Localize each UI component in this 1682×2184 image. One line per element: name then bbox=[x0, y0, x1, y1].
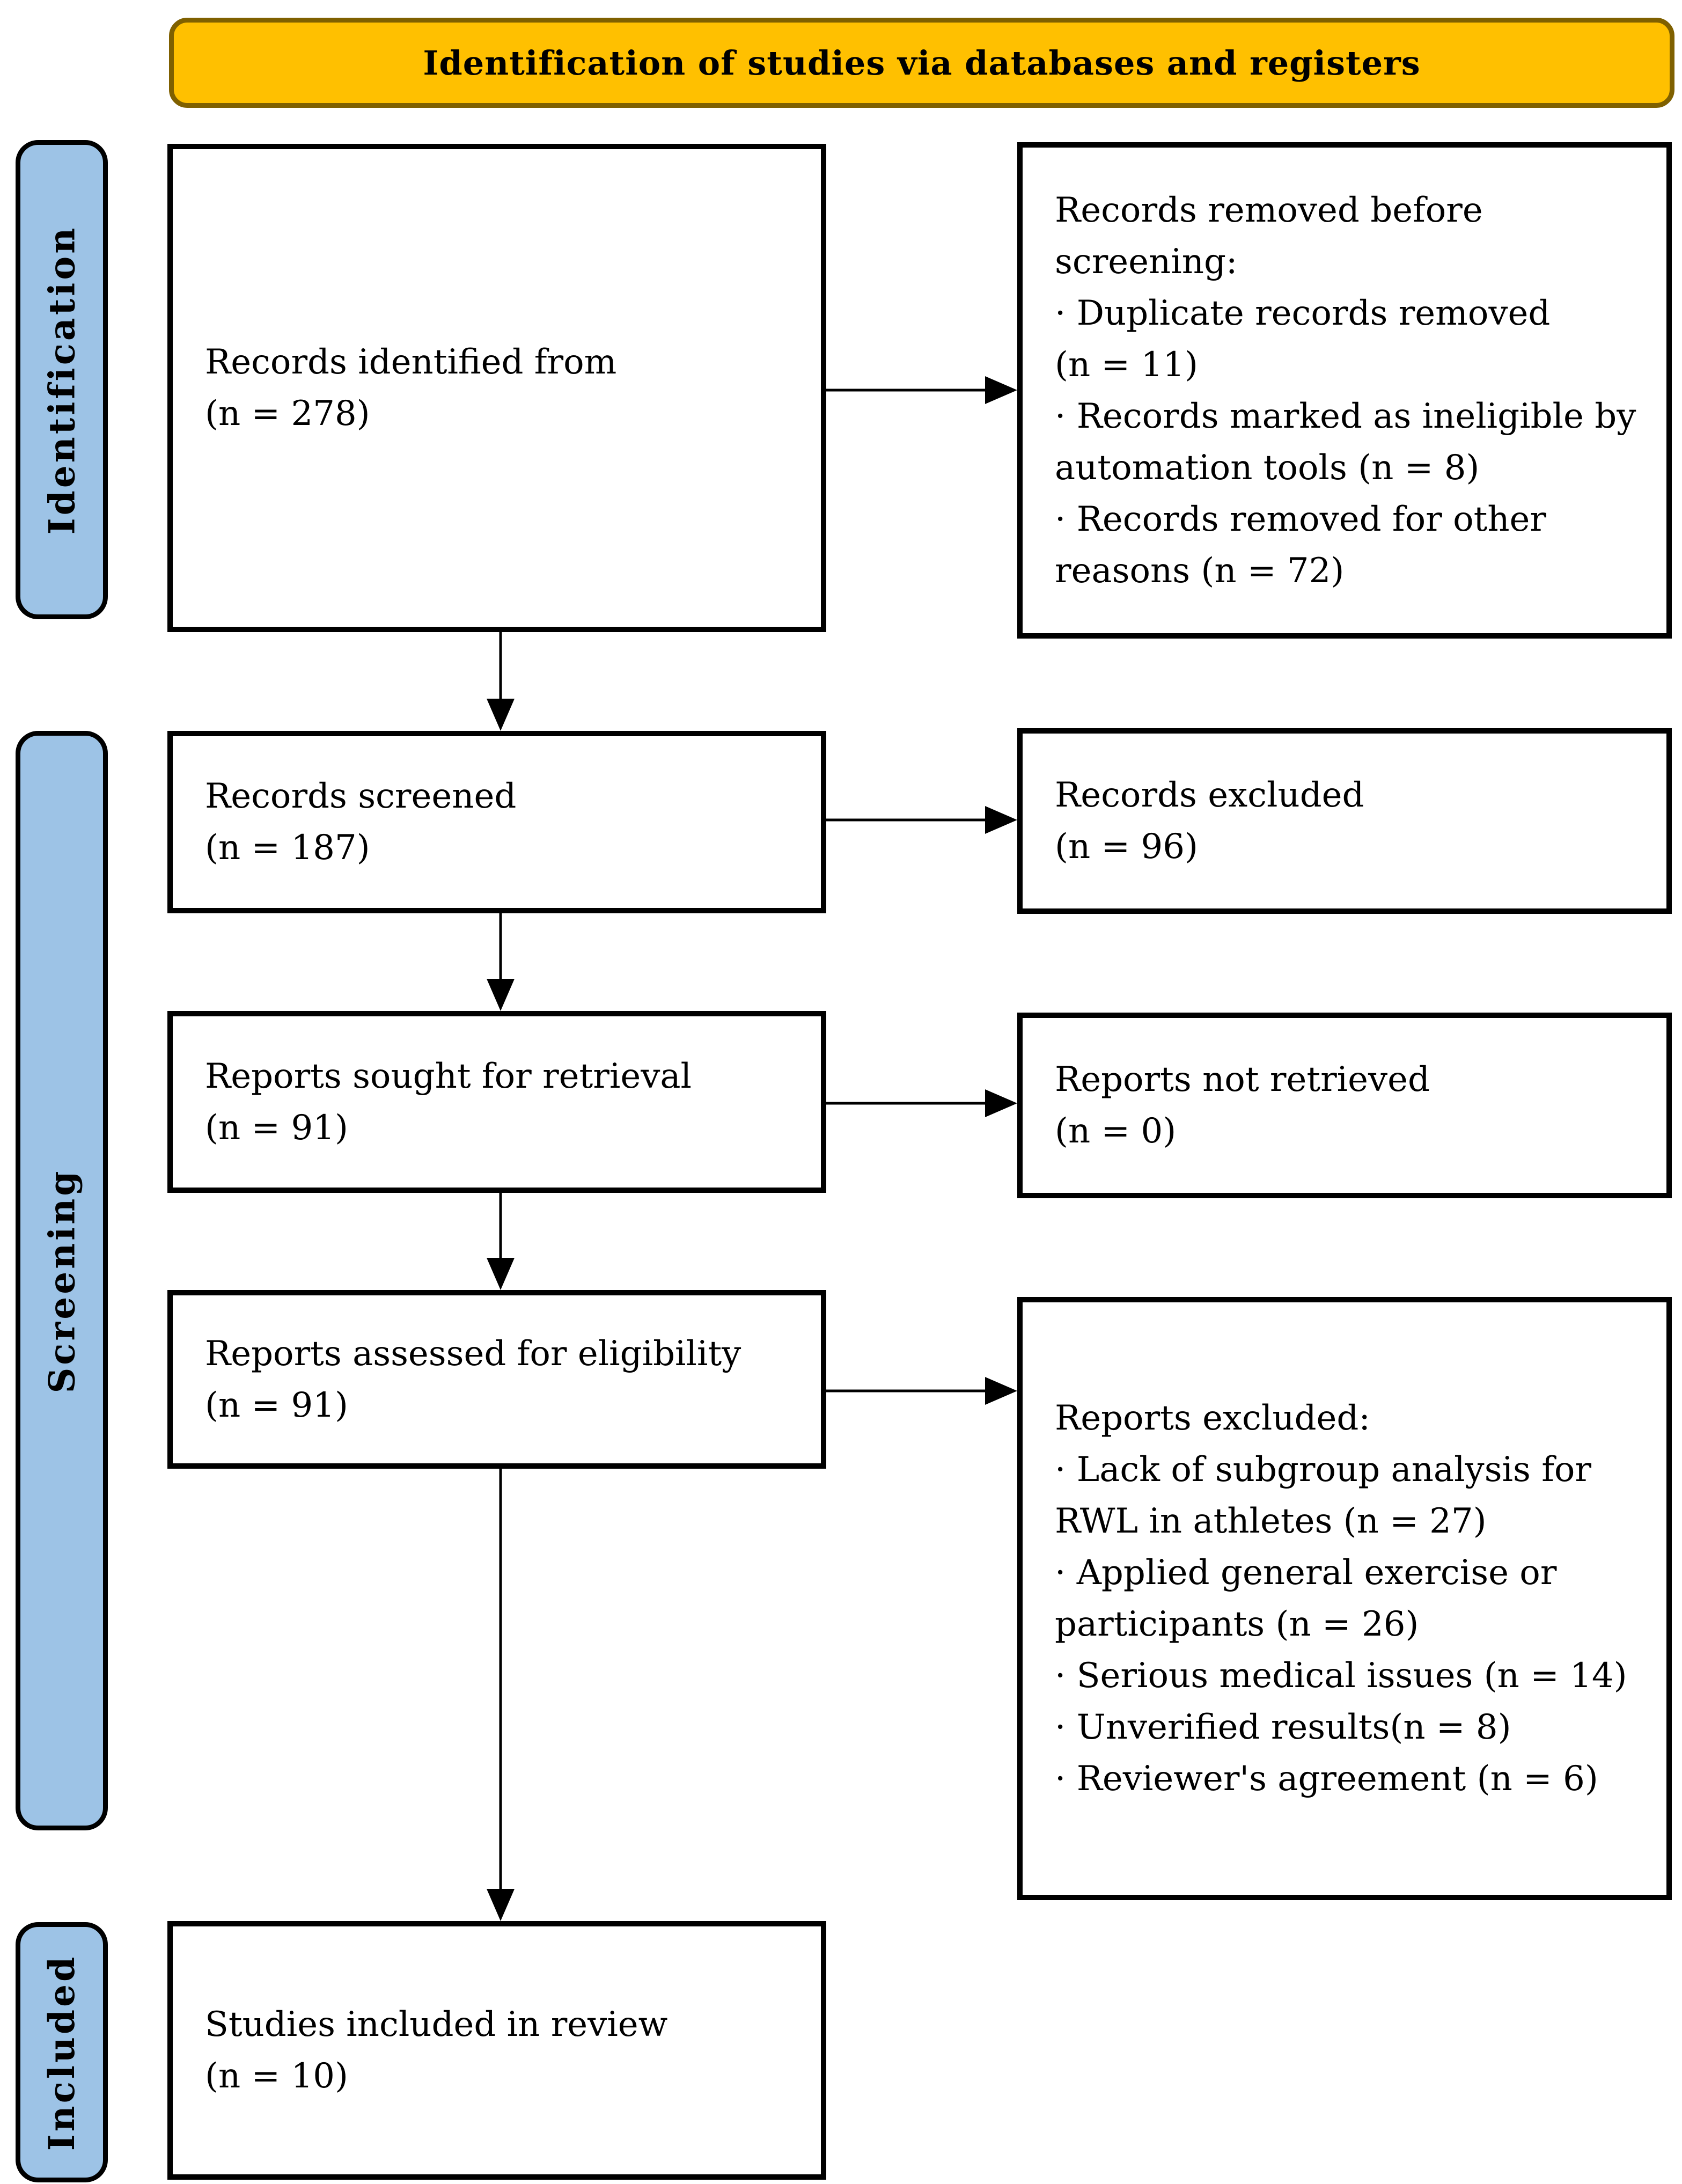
title-banner-label: Identification of studies via databases … bbox=[423, 43, 1421, 83]
arrow-records-identified-to-removed bbox=[826, 376, 1017, 404]
stage-identification: Identification bbox=[16, 140, 108, 619]
box-reports-excluded-reasons-text: Reports excluded: · Lack of subgroup ana… bbox=[1055, 1398, 1627, 1799]
box-records-excluded-text: Records excluded (n = 96) bbox=[1055, 775, 1364, 867]
box-records-screened-text: Records screened (n = 187) bbox=[205, 776, 517, 868]
box-records-excluded: Records excluded (n = 96) bbox=[1017, 728, 1672, 914]
box-records-identified-text: Records identified from (n = 278) bbox=[205, 342, 617, 434]
stage-included: Included bbox=[16, 1922, 108, 2182]
arrow-sought-to-assessed bbox=[487, 1193, 515, 1290]
stage-screening: Screening bbox=[16, 731, 108, 1830]
title-banner: Identification of studies via databases … bbox=[169, 18, 1674, 108]
box-reports-sought-text: Reports sought for retrieval (n = 91) bbox=[205, 1056, 692, 1148]
box-records-removed-before-screening: Records removed before screening: · Dupl… bbox=[1017, 142, 1672, 639]
arrow-identified-to-screened bbox=[487, 632, 515, 731]
box-reports-excluded-reasons: Reports excluded: · Lack of subgroup ana… bbox=[1017, 1297, 1672, 1900]
arrow-records-screened-to-excluded bbox=[826, 806, 1017, 834]
box-records-screened: Records screened (n = 187) bbox=[167, 731, 826, 913]
box-reports-assessed: Reports assessed for eligibility (n = 91… bbox=[167, 1290, 826, 1469]
stage-screening-label: Screening bbox=[41, 1168, 83, 1393]
box-reports-sought: Reports sought for retrieval (n = 91) bbox=[167, 1011, 826, 1193]
box-records-removed-before-screening-text: Records removed before screening: · Dupl… bbox=[1055, 190, 1636, 591]
arrow-screened-to-sought bbox=[487, 913, 515, 1011]
box-studies-included-text: Studies included in review (n = 10) bbox=[205, 2005, 668, 2096]
box-reports-not-retrieved-text: Reports not retrieved (n = 0) bbox=[1055, 1060, 1430, 1151]
arrow-reports-assessed-to-excluded bbox=[825, 1377, 1017, 1405]
box-records-identified: Records identified from (n = 278) bbox=[167, 144, 826, 632]
box-studies-included: Studies included in review (n = 10) bbox=[167, 1921, 826, 2180]
arrow-assessed-to-included bbox=[487, 1469, 515, 1921]
stage-identification-label: Identification bbox=[41, 225, 83, 534]
box-reports-assessed-text: Reports assessed for eligibility (n = 91… bbox=[205, 1333, 741, 1425]
box-reports-not-retrieved: Reports not retrieved (n = 0) bbox=[1017, 1013, 1672, 1198]
stage-included-label: Included bbox=[41, 1954, 83, 2151]
arrow-reports-sought-to-not-retrieved bbox=[825, 1089, 1017, 1117]
